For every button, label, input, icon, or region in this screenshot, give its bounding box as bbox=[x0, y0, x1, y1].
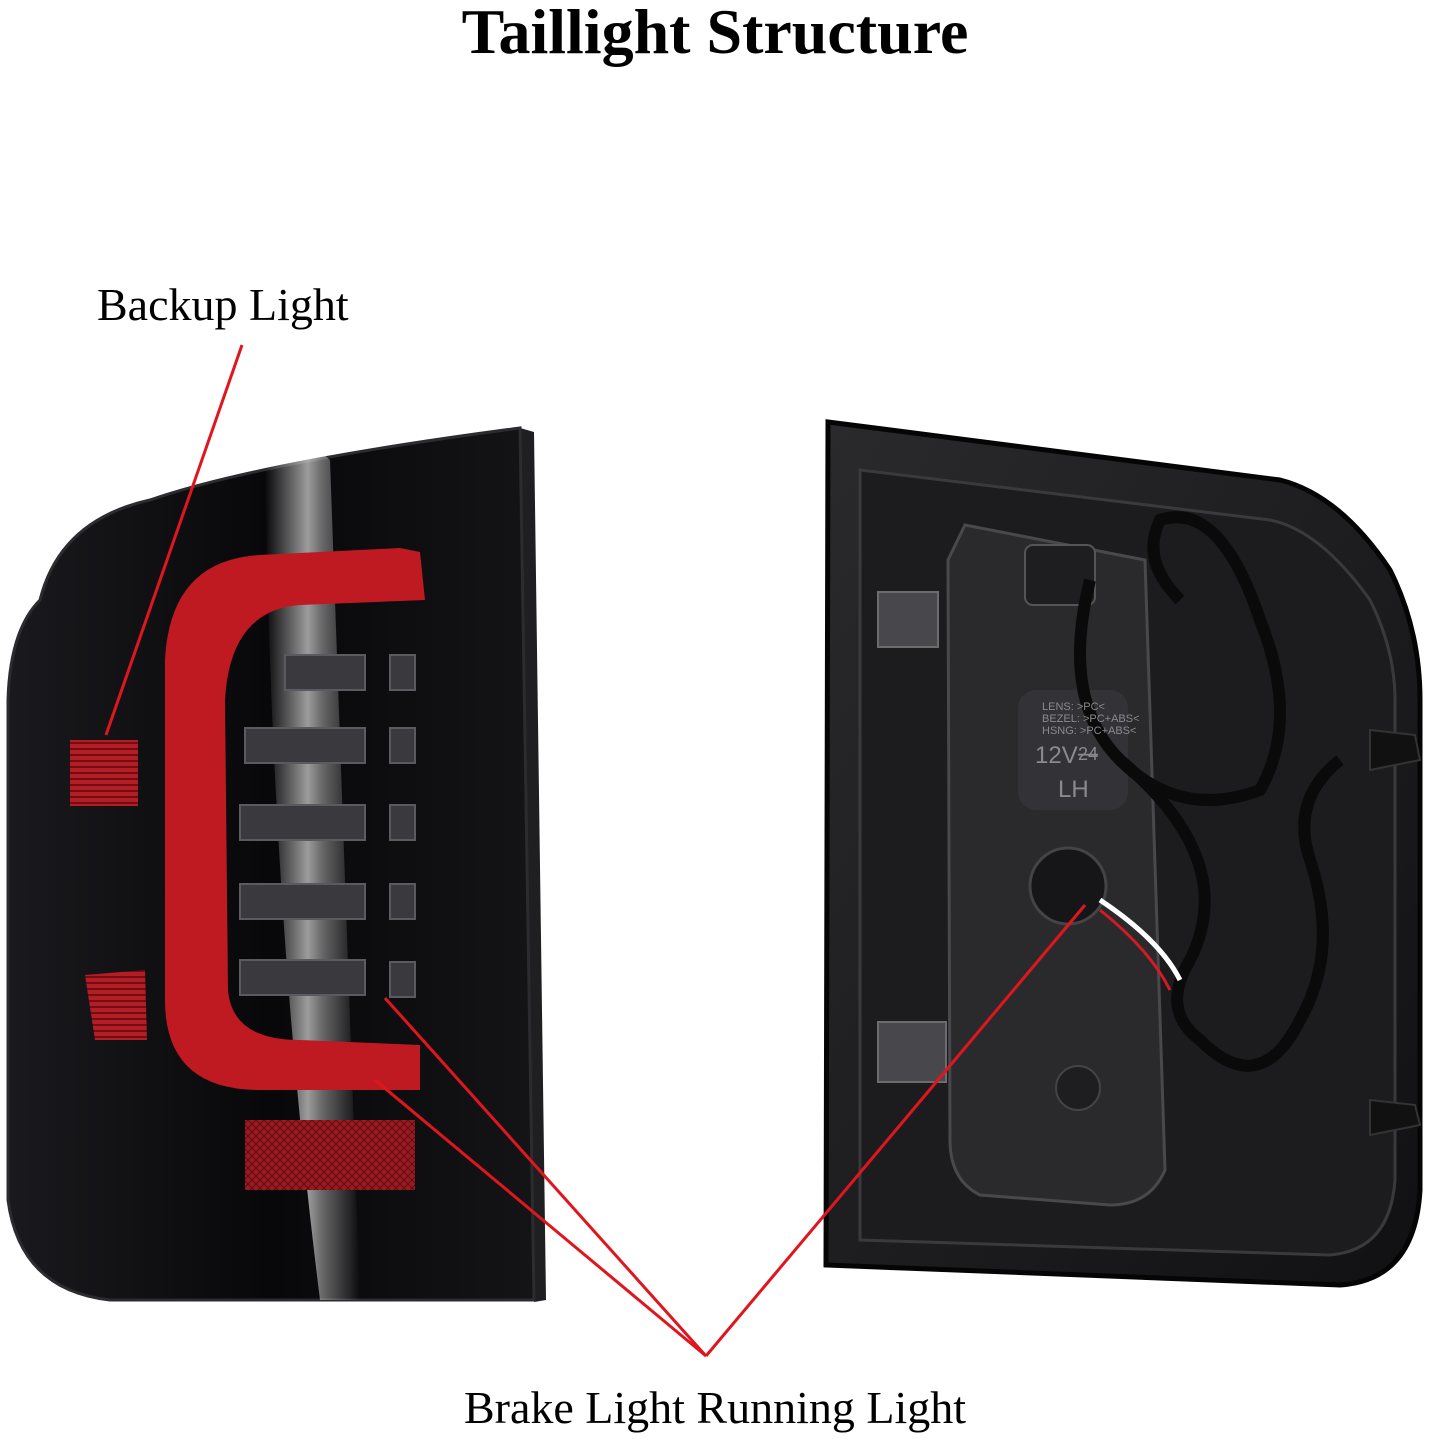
voltage-marking: 12V bbox=[1035, 742, 1078, 769]
brake-callout-line bbox=[383, 996, 708, 1358]
running-callout-line-2 bbox=[704, 904, 1087, 1357]
backup-callout-line bbox=[104, 344, 244, 736]
brake-running-light-label: Brake Light Running Light bbox=[463, 1382, 967, 1433]
lens-marking: LENS: >PC< bbox=[1042, 701, 1105, 713]
running-callout-line-1 bbox=[374, 1078, 707, 1358]
front-taillight bbox=[6, 426, 546, 1302]
callout-lines bbox=[104, 344, 1087, 1358]
backup-light-label: Backup Light bbox=[97, 279, 349, 330]
bezel-marking: BEZEL: >PC+ABS< bbox=[1042, 713, 1140, 725]
voltage-struck-marking: 24 bbox=[1078, 744, 1098, 764]
backup-light-lens bbox=[70, 740, 138, 806]
rear-taillight: LENS: >PC< BEZEL: >PC+ABS< HSNG: >PC+ABS… bbox=[823, 419, 1423, 1288]
housing-marking: HSNG: >PC+ABS< bbox=[1042, 725, 1136, 737]
side-marking: LH bbox=[1058, 776, 1089, 803]
page-title: Taillight Structure bbox=[461, 0, 969, 67]
